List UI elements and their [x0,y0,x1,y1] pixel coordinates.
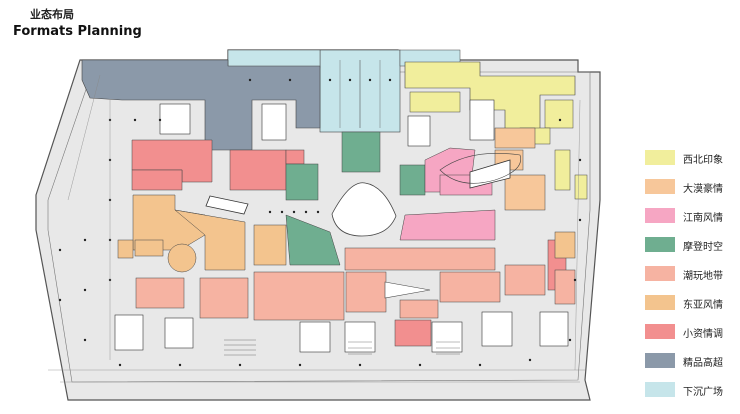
escalator-right [469,159,511,189]
legend-item-jiangnan: 江南风情 [645,208,740,224]
zone-dongya-round [167,243,197,273]
legend-label: 小资情调 [683,329,723,340]
legend-item-jingpin: 精品高超 [645,353,740,369]
zone-xiaozi-4 [394,319,432,347]
legend-swatch [645,150,675,165]
legend-item-xiachen: 下沉广场 [645,382,740,398]
zone-modeng-4 [285,214,341,266]
legend-swatch [645,208,675,223]
zone-xiaozi-1 [131,169,183,191]
central-atrium [331,182,397,237]
zone-dongya-5 [134,239,164,257]
legend-label: 下沉广场 [683,387,723,398]
legend-swatch [645,179,675,194]
zone-chaowan-7 [399,299,439,319]
legend-item-xiaozi: 小资情调 [645,324,740,340]
zone-damo-2 [504,174,546,211]
zone-modeng-3 [399,164,426,196]
zone-chaowan-3 [253,271,345,321]
title-en: Formats Planning [13,24,142,39]
zone-dongya-2 [174,209,246,271]
zone-dongya-4 [117,239,134,259]
title-cn: 业态布局 [30,8,74,21]
legend-label: 潮玩地带 [683,271,723,282]
zone-chaowan-9 [554,269,576,305]
legend-label: 西北印象 [683,155,723,166]
zone-jingpin [81,59,321,151]
legend-label: 大漠豪情 [683,184,723,195]
legend-label: 江南风情 [683,213,723,224]
partition-lines [48,74,585,383]
legend-item-damo: 大漠豪情 [645,179,740,195]
void-oval [439,153,522,184]
zone-chaowan-8 [504,264,546,296]
legend-item-chaowan: 潮玩地带 [645,266,740,282]
plan-inner-outline [47,71,591,383]
legend-label: 精品高超 [683,358,723,369]
zone-dongya-6 [554,231,576,259]
zone-xiaozi-3 [285,149,305,165]
zone-dongya-3 [253,224,287,266]
stair-hatching [224,339,460,356]
zone-jiangnan-2 [399,209,496,241]
zone-modeng-2 [341,131,381,173]
zone-xibei-e [409,91,461,113]
zone-xiachen-plaza-left [227,49,321,69]
legend-item-xibei: 西北印象 [645,150,740,166]
zone-modeng-1 [285,163,319,201]
zone-chaowan-5 [344,247,496,271]
legend-item-dongya: 东亚风情 [645,295,740,311]
legend-swatch [645,237,675,252]
zone-xiaozi-2 [229,149,287,191]
legend-swatch [645,266,675,281]
zone-xibei-c [574,174,588,200]
zone-chaowan-2 [199,277,249,319]
zone-xibei-a [544,99,574,129]
legend-item-modeng: 摩登时空 [645,237,740,253]
zone-chaowan-6 [439,271,501,303]
escalator-left [205,195,249,215]
zone-chaowan-4 [345,271,387,313]
legend-swatch [645,353,675,368]
legend-swatch [645,324,675,339]
legend-label: 东亚风情 [683,300,723,311]
zone-xibei-b [554,149,571,191]
void-wedge [384,281,431,299]
service-cores [114,99,569,353]
zone-damo-3 [494,127,536,149]
legend-swatch [645,382,675,397]
legend-label: 摩登时空 [683,242,723,253]
legend-swatch [645,295,675,310]
zone-chaowan-1 [135,277,185,309]
